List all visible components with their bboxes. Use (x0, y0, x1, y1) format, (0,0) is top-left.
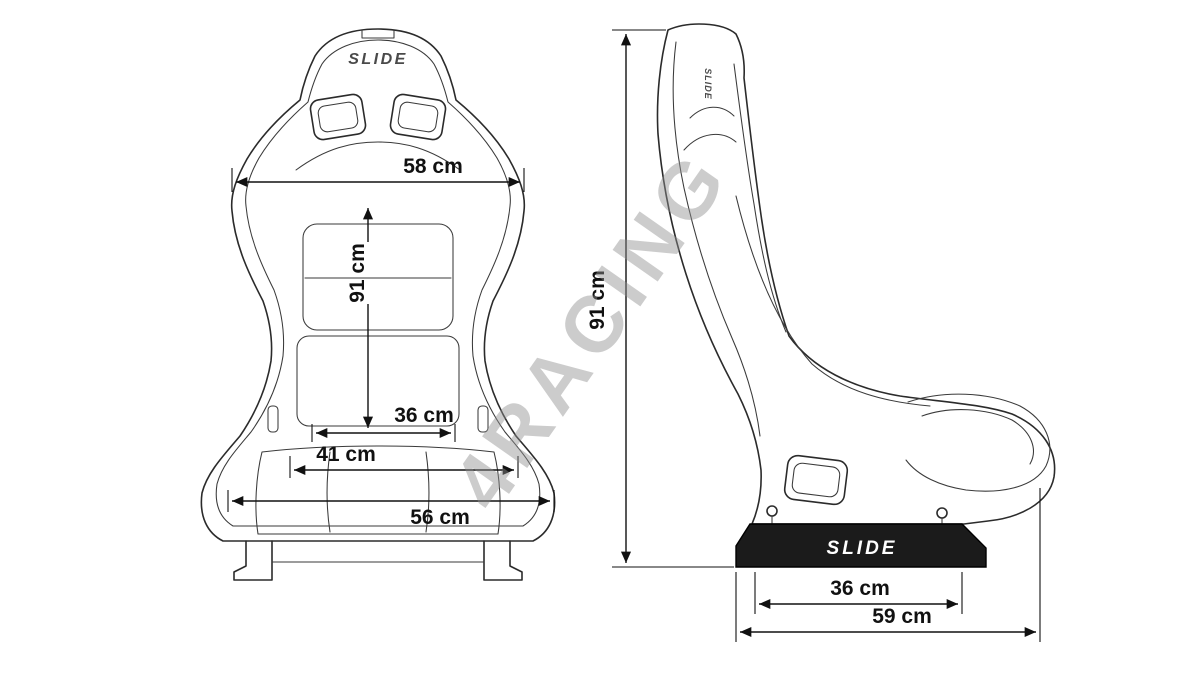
dim-label-shoulder-width: 58 cm (403, 155, 463, 178)
hip-slot-right (477, 405, 489, 433)
side-outer-shell (656, 23, 1056, 525)
base-plate (735, 523, 987, 568)
front-seam (733, 63, 787, 333)
dim-side-height: 91 cm (586, 29, 734, 568)
harness-slot-left-inner (317, 101, 359, 133)
side-bolster-slot (783, 454, 849, 506)
dim-front-shoulder-width: 58 cm (231, 155, 525, 192)
mounting-bolt-front (766, 505, 778, 517)
dim-label-total-depth: 59 cm (872, 605, 932, 628)
dim-front-outer-width: 56 cm (227, 490, 555, 529)
thigh-pad (905, 393, 1051, 492)
side-slot-outer (783, 454, 849, 506)
cushion-creases (326, 451, 430, 533)
side-view: SLIDE SLIDE 91 cm 36 cm 59 cm (586, 23, 1056, 642)
dim-front-mid-width: 41 cm (289, 443, 519, 478)
harness-slot-left-outer (309, 93, 367, 141)
dim-side-total-depth: 59 cm (735, 488, 1041, 642)
thigh-pad-inner (921, 409, 1034, 465)
watermark-text: 4RACING (435, 133, 747, 525)
dim-side-base-length: 36 cm (754, 572, 963, 614)
harness-slot-right-inner (397, 101, 439, 133)
dim-label-side-height: 91 cm (586, 270, 609, 330)
front-inner-shell (215, 39, 541, 527)
hip-slot-left (267, 405, 279, 433)
dim-label-base-length: 36 cm (830, 577, 890, 600)
dim-label-mid-width: 41 cm (316, 443, 376, 466)
mounting-bolt-rear (936, 507, 948, 519)
dim-front-height: 91 cm (346, 208, 374, 428)
harness-slot-left (309, 93, 367, 141)
harness-slot-right (389, 93, 447, 141)
front-view: SLIDE 58 cm 91 cm 36 cm 41 cm (200, 28, 556, 581)
mount-foot-right (483, 540, 523, 581)
headrest-notch (361, 29, 395, 39)
back-seam (672, 41, 761, 437)
side-headrest-logo: SLIDE (703, 68, 713, 100)
backrest-pad-lower (296, 335, 460, 427)
harness-slot-right-outer (389, 93, 447, 141)
dim-label-outer-width: 56 cm (410, 506, 470, 529)
backrest-pad-upper (302, 223, 454, 331)
base-plate-logo: SLIDE (827, 538, 898, 559)
side-slot-inner (791, 462, 841, 498)
dim-front-inner-width: 36 cm (311, 404, 456, 442)
chest-seam (295, 141, 461, 171)
dim-label-inner-width: 36 cm (394, 404, 454, 427)
front-headrest-logo: SLIDE (348, 51, 408, 68)
mount-foot-left (233, 540, 273, 581)
bolster-sweep (735, 195, 931, 407)
headrest-contours (683, 106, 737, 151)
dim-label-front-height: 91 cm (346, 243, 369, 303)
